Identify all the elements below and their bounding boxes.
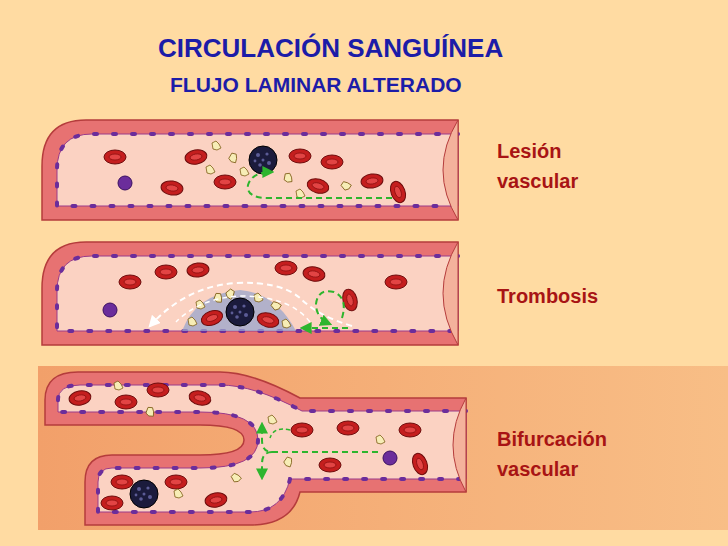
red-cell <box>165 475 187 489</box>
vessel-lumen <box>57 134 458 206</box>
red-cell <box>160 180 184 197</box>
red-cell <box>186 262 209 278</box>
flow-line <box>176 296 310 322</box>
flow-arrow <box>262 452 272 478</box>
purple-cell <box>118 176 132 190</box>
red-cell <box>68 389 92 407</box>
vessel-wall <box>42 242 458 345</box>
red-cell <box>184 148 208 166</box>
thrombus <box>182 290 296 331</box>
platelet <box>231 472 243 484</box>
flow-arrow <box>302 327 348 329</box>
purple-cell <box>383 451 397 465</box>
platelet <box>174 489 183 498</box>
red-cell <box>256 310 281 329</box>
vessel-wall <box>42 120 458 220</box>
red-cell <box>111 475 133 489</box>
red-cell <box>155 265 177 279</box>
panel-label: Lesión vascular <box>497 136 622 196</box>
platelet <box>283 172 295 184</box>
platelet <box>188 317 197 326</box>
vessel-thrombosis <box>42 242 458 345</box>
diagram-subtitle: FLUJO LAMINAR ALTERADO <box>170 72 590 97</box>
endothelium <box>57 256 458 331</box>
red-cell <box>104 150 126 164</box>
endothelium <box>57 134 458 206</box>
platelet <box>296 189 305 198</box>
red-cell <box>321 155 343 169</box>
red-cell <box>275 261 297 275</box>
vessel-lumen <box>57 256 458 331</box>
red-cell <box>188 389 212 407</box>
vessel-wall <box>45 372 466 525</box>
red-cell <box>204 491 228 509</box>
platelet <box>212 141 221 150</box>
red-cell <box>289 149 311 163</box>
flow-arrow <box>248 172 392 198</box>
platelet <box>268 415 277 424</box>
red-cell <box>147 383 169 397</box>
vessel-opening <box>443 120 458 220</box>
red-cell <box>388 179 409 204</box>
flow-arrow <box>316 291 344 324</box>
flow-arrow <box>150 283 352 326</box>
vessel-bifurcation <box>38 366 728 530</box>
red-cell <box>199 308 224 329</box>
vessel-opening <box>443 242 458 345</box>
platelet <box>206 165 215 174</box>
red-cell <box>385 275 407 289</box>
platelet <box>225 288 237 300</box>
purple-cell <box>103 303 117 317</box>
tissue-band <box>38 366 728 530</box>
red-cell <box>306 176 331 195</box>
red-cell <box>214 175 236 189</box>
red-cell <box>115 395 137 409</box>
red-cell <box>337 421 359 435</box>
platelet <box>114 381 123 390</box>
red-cell <box>410 451 431 476</box>
platelet <box>145 406 157 418</box>
vessel-lesion <box>42 120 458 220</box>
red-cell <box>340 288 359 313</box>
red-cell <box>291 423 313 437</box>
diagram-title: CIRCULACIÓN SANGUÍNEA <box>158 33 628 64</box>
red-cell <box>399 423 421 437</box>
endothelium <box>58 385 466 512</box>
platelet <box>240 167 249 176</box>
red-cell <box>319 458 341 472</box>
vessel-lumen <box>58 385 466 512</box>
panel-label: Trombosis <box>497 281 622 311</box>
red-cell <box>360 173 384 190</box>
platelet <box>376 435 385 444</box>
white-cell <box>226 298 254 326</box>
red-cell <box>101 496 123 510</box>
white-cell <box>130 480 158 508</box>
platelet <box>282 319 291 328</box>
panel-label: Bifurcación vascular <box>497 424 622 484</box>
flow-arrow <box>262 424 378 452</box>
red-cell <box>119 275 141 289</box>
platelet <box>227 152 240 165</box>
platelet <box>340 179 352 191</box>
red-cell <box>302 265 326 283</box>
flow-line <box>270 429 290 438</box>
vessel-opening <box>453 398 466 492</box>
white-cell <box>249 146 277 174</box>
platelet <box>282 456 295 469</box>
